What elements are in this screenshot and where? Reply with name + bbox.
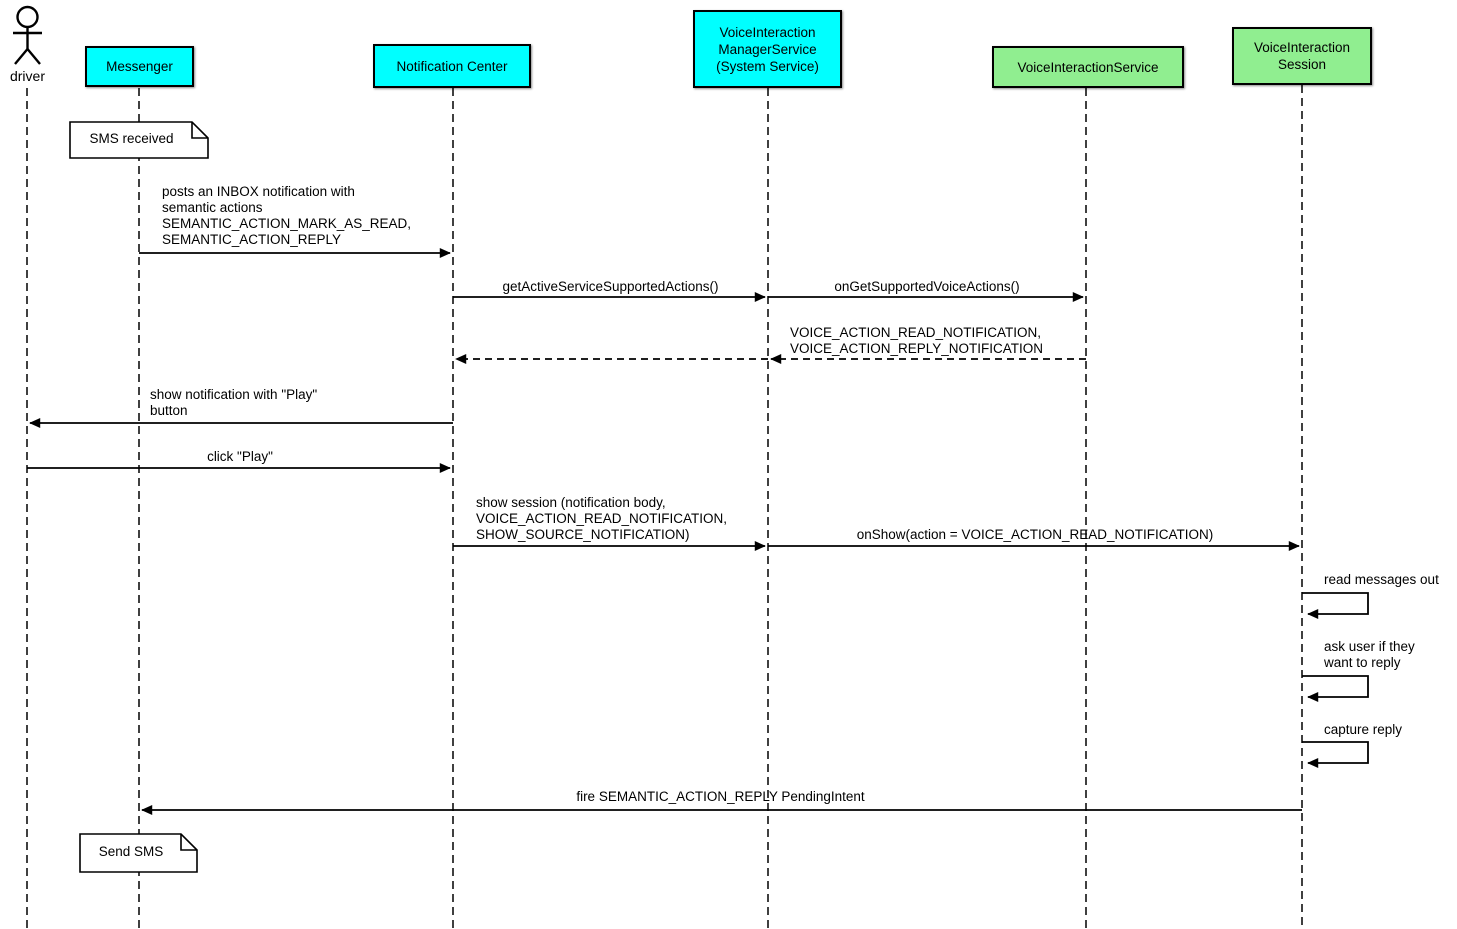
note-send-sms-shape [79,833,198,873]
participant-voice-interaction-service: VoiceInteractionService [992,46,1184,88]
participant-voice-interaction-manager-service: VoiceInteraction ManagerService (System … [693,10,842,88]
participant-label: Notification Center [396,58,508,74]
participant-label: VoiceInteractionService [1017,59,1159,75]
message-2-label: getActiveServiceSupportedActions() [502,279,719,294]
message-9-self-arrow [1302,592,1369,619]
message-1-label: posts an INBOX notification with semanti… [162,184,412,247]
note-sms-received: SMS received [89,131,174,146]
actor-driver-label: driver [9,68,45,84]
note-send-sms: Send SMS [98,844,164,859]
message-4-label: VOICE_ACTION_READ_NOTIFICATION, VOICE_AC… [790,325,1044,356]
message-10-self-arrow [1302,675,1369,702]
message-9-label: read messages out [1324,572,1439,587]
message-10-label: ask user if they want to reply [1324,639,1415,670]
participant-notification-center: Notification Center [373,44,531,88]
actor-driver-icon [13,5,42,65]
participant-label: ManagerService [718,41,817,57]
message-11-label: capture reply [1324,722,1403,737]
note-sms-received-shape [69,121,209,159]
message-3-label: onGetSupportedVoiceActions() [834,279,1020,294]
message-7-label: show session (notification body, VOICE_A… [476,495,728,542]
participant-label: VoiceInteraction [1253,40,1351,55]
message-11-self-arrow [1302,741,1369,768]
message-6-label: click "Play" [207,449,273,464]
message-8-label: onShow(action = VOICE_ACTION_READ_NOTIFI… [856,527,1214,542]
message-12-label: fire SEMANTIC_ACTION_REPLY PendingIntent [576,789,865,804]
participant-voice-interaction-session: VoiceInteraction Session [1232,27,1372,85]
participant-label: VoiceInteraction [719,24,816,40]
participant-messenger: Messenger [85,46,194,87]
participant-label: Session [1277,57,1327,72]
participant-label: (System Service) [716,58,819,74]
participant-label: Messenger [106,59,173,74]
message-5-label: show notification with "Play" button [150,387,318,418]
